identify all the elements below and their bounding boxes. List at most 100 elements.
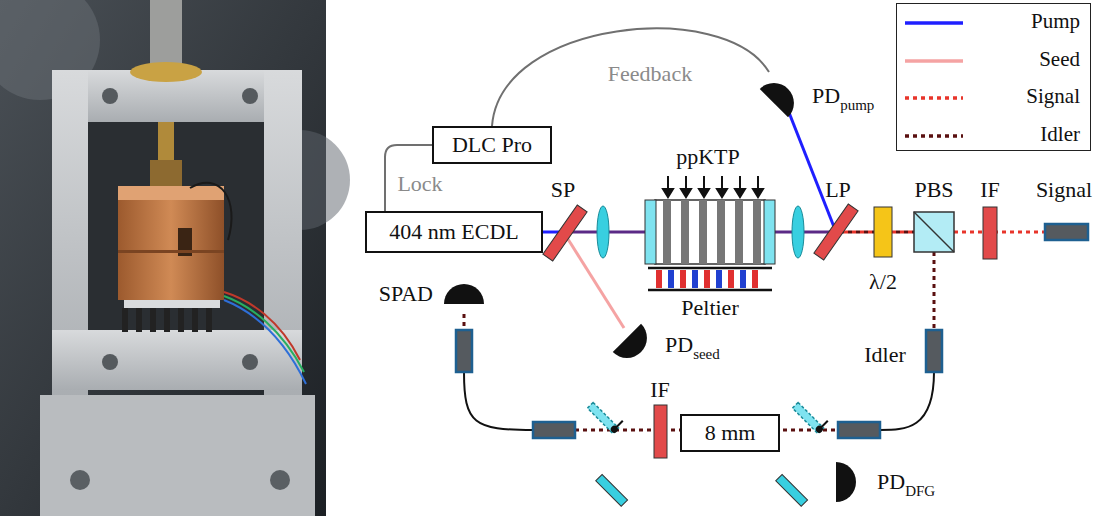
poling-arrows [753, 189, 763, 197]
half-wave-plate [874, 207, 892, 257]
pbs-cube [914, 212, 954, 252]
brass-ring [130, 62, 202, 82]
flip-mirror [614, 421, 622, 429]
signal-beam [954, 231, 1045, 234]
flip-mirror [819, 421, 827, 429]
mirror [776, 474, 808, 506]
flip-mirror [792, 402, 823, 433]
detector-name: PD [812, 83, 840, 108]
idler-beam [463, 314, 466, 330]
component-label: LP [825, 178, 851, 202]
detector: PDDFG [822, 458, 935, 506]
ppktp-crystal [655, 200, 765, 264]
detector-subscript: pump [840, 97, 874, 113]
fiber [880, 372, 934, 430]
frame-opening [88, 122, 264, 330]
peltier-element [648, 267, 772, 270]
screw [158, 122, 174, 162]
component-label: IF [980, 178, 1000, 202]
flip-mirror [792, 397, 830, 435]
legend-swatch [905, 131, 963, 141]
legend-swatch [905, 21, 963, 25]
box-label: 8 mm [705, 421, 756, 445]
poling-arrows [735, 189, 745, 197]
ppktp-crystal [717, 200, 725, 264]
wire [224, 292, 300, 360]
heatsink-fin [150, 308, 156, 332]
poling-arrows [663, 189, 673, 197]
peltier-element [668, 270, 674, 288]
flip-mirror [587, 402, 618, 433]
ppktp-crystal [663, 200, 671, 264]
screw-hole [102, 88, 118, 104]
legend-swatch [905, 134, 963, 138]
screw-hole [102, 354, 118, 370]
poling-arrows [685, 176, 687, 190]
fiber [464, 372, 533, 430]
ppktp-crystal [753, 200, 761, 264]
component-label: λ/2 [869, 270, 897, 294]
peltier-element [680, 270, 686, 288]
legend-label: Signal [1026, 85, 1080, 108]
legend-swatch [905, 18, 963, 28]
lens [597, 206, 609, 258]
photodiode-symbol [440, 270, 488, 318]
peltier-element [692, 270, 698, 288]
ppktp-crystal [645, 200, 656, 264]
poling-arrows [717, 189, 727, 197]
edge-label: Lock [397, 172, 442, 196]
instrument-box: 8 mm [680, 414, 780, 452]
flip-mirror [587, 397, 625, 435]
detector-label: SPAD [379, 282, 433, 306]
seed-beam [566, 236, 624, 328]
base-block [40, 395, 315, 516]
photodiode-symbol [836, 462, 856, 502]
detector-name: SPAD [379, 281, 433, 306]
legend-label: Pump [1031, 10, 1080, 33]
box-label: 404 nm ECDL [389, 220, 519, 244]
legend-entry: Pump [897, 8, 1090, 38]
ppktp-crystal [645, 200, 775, 264]
legend-swatch [905, 59, 963, 63]
knob [150, 0, 182, 68]
long-pass-mirror [814, 204, 858, 260]
detector: SPAD [379, 270, 488, 318]
fiber-coupler [533, 422, 575, 438]
component-label: ppKTP [676, 145, 740, 169]
ppktp-crystal [735, 200, 743, 264]
peltier [124, 300, 220, 308]
legend-label: Seed [1039, 48, 1080, 71]
idler-beam [933, 252, 936, 330]
detector-label: PDpump [812, 84, 874, 108]
component-label: Idler [864, 343, 906, 367]
component-label: PBS [914, 178, 953, 202]
detector-label: PDseed [665, 333, 720, 357]
peltier-element [752, 270, 758, 288]
detector-subscript: seed [693, 346, 720, 362]
legend-swatch [905, 93, 963, 103]
heatsink-fin [206, 308, 212, 332]
legend-box: PumpSeedSignalIdler [896, 3, 1091, 151]
wire [190, 183, 232, 240]
detector-name: PD [665, 332, 693, 357]
heatsink-fin [122, 308, 128, 332]
peltier-element [648, 268, 772, 290]
ppktp-crystal [699, 200, 707, 264]
poling-arrows [681, 189, 691, 197]
peltier-element [648, 289, 772, 292]
legend-label: Idler [1040, 123, 1080, 146]
screw-tip [150, 160, 182, 186]
component-label: Peltier [681, 296, 738, 320]
component-label: IF [650, 378, 670, 402]
photodiode-symbol [760, 75, 802, 117]
fiber-coupler [838, 422, 880, 438]
legend-swatch [905, 56, 963, 66]
detector-label: PDDFG [877, 470, 935, 494]
poling-arrows [739, 176, 741, 190]
photodiode-symbol [610, 321, 658, 369]
legend-swatch [905, 96, 963, 100]
wire [224, 300, 306, 384]
lens [792, 206, 804, 258]
fiber-coupler [926, 330, 942, 372]
